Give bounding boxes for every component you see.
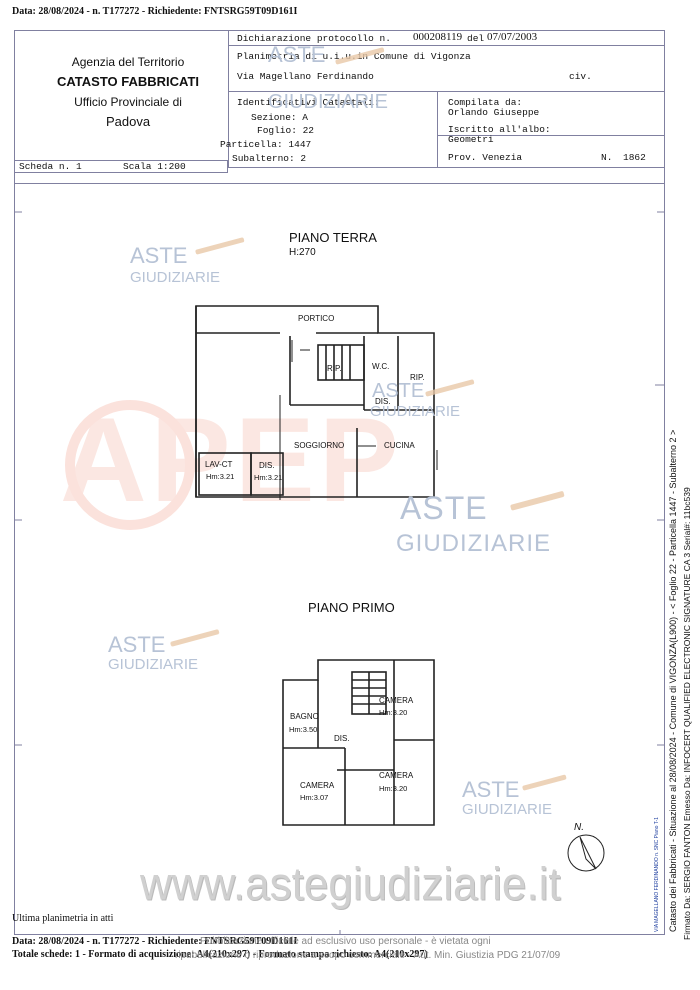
- sezione-text: Sezione: A: [251, 112, 309, 123]
- document-top-line: Data: 28/08/2024 - n. T177272 - Richiede…: [12, 6, 298, 17]
- header-row-line: [229, 45, 665, 46]
- header-row-line: [437, 135, 665, 136]
- identificativi-label: Identificativi Catastali:: [237, 97, 380, 108]
- side-small-text: VIA MAGELLANO FERDINANDO n. SNC Piano T-…: [654, 817, 660, 932]
- room-bagno: BAGNO: [290, 712, 319, 721]
- del-label: del: [467, 33, 485, 44]
- compiler-name: Orlando Giuseppe: [448, 107, 540, 118]
- room-camera-3: CAMERA: [379, 771, 414, 780]
- disclaimer-line-1: Pubblicazione ufficiale ad esclusivo uso…: [200, 936, 491, 947]
- north-compass-icon: [567, 834, 605, 872]
- apep-circle-watermark: [65, 400, 195, 530]
- apep-watermark: APEP: [60, 393, 403, 527]
- agency-catasto: CATASTO FABBRICATI: [56, 74, 200, 89]
- subalterno-text: Subalterno: 2: [232, 153, 307, 164]
- aste-watermark-3: ASTE: [372, 380, 425, 402]
- aste-watermark-1: ASTE: [130, 243, 188, 268]
- protocol-date: 07/07/2003: [487, 31, 538, 43]
- room-dis-2: DIS.: [259, 461, 275, 470]
- height-label: H:270: [289, 247, 316, 258]
- scheda-text: Scheda n. 1: [19, 161, 82, 172]
- agency-name: Agenzia del Territorio: [71, 55, 185, 69]
- side-firmato-text: Firmato Da: SERGIO FANTON Emesso Da: INF…: [682, 487, 692, 940]
- giudiziarie-watermark-5: GIUDIZIARIE: [108, 656, 199, 673]
- giudiziarie-watermark-1: GIUDIZIARIE: [130, 269, 221, 286]
- room-lavct: LAV-CT: [205, 460, 233, 469]
- room-dis-2-height: Hm:3.21: [254, 473, 283, 482]
- room-camera-2: CAMERA: [300, 781, 335, 790]
- n-label: N.: [601, 152, 613, 163]
- protocol-number: 000208119: [413, 31, 463, 43]
- room-camera-3-height: Hm:3.20: [379, 784, 408, 793]
- room-wc: W.C.: [372, 362, 390, 371]
- header-row-line: [229, 91, 665, 92]
- foglio-text: Foglio: 22: [257, 125, 315, 136]
- room-dis-3: DIS.: [334, 734, 350, 743]
- giudiziarie-watermark-3: GIUDIZIARIE: [370, 403, 461, 420]
- piano-terra-title: PIANO TERRA: [289, 230, 377, 245]
- prov-text: Prov. Venezia: [448, 152, 523, 163]
- albo-text: Geometri: [448, 134, 494, 145]
- piano-primo-title: PIANO PRIMO: [308, 600, 395, 615]
- north-label: N.: [574, 822, 584, 833]
- aste-watermark-6: ASTE: [462, 777, 520, 802]
- disclaimer-line-2: ripubblicazione o riproduzione a scopo c…: [175, 950, 561, 961]
- particella-text: Particella: 1447: [220, 139, 312, 150]
- agency-ufficio: Ufficio Provinciale di: [74, 95, 182, 109]
- dichiarazione-label: Dichiarazione protocollo n.: [237, 33, 391, 44]
- side-catasto-text: Catasto dei Fabbricati - Situazione al 2…: [668, 429, 678, 932]
- room-rip-1: RIP.: [327, 364, 342, 373]
- scala-text: Scala 1:200: [123, 161, 186, 172]
- room-dis-1: DIS.: [375, 397, 391, 406]
- footer-line-2: Totale schede: 1 - Formato di acquisizio…: [12, 949, 428, 960]
- compilata-label: Compilata da:: [448, 97, 523, 108]
- giudiziarie-watermark-6: GIUDIZIARIE: [462, 801, 553, 818]
- room-portico: PORTICO: [298, 314, 335, 323]
- agency-province: Padova: [105, 114, 151, 129]
- civ-text: civ.: [569, 71, 592, 82]
- room-cucina: CUCINA: [384, 441, 415, 450]
- room-camera-1: CAMERA: [379, 696, 414, 705]
- aste-watermark-5: ASTE: [108, 632, 166, 657]
- n-value: 1862: [623, 152, 646, 163]
- aste-watermark-2: ASTE: [268, 42, 326, 67]
- agency-block: Agenzia del Territorio CATASTO FABBRICAT…: [28, 52, 228, 132]
- footer-line-1: Data: 28/08/2024 - n. T177272 - Richiede…: [12, 936, 298, 947]
- frame-divider: [14, 183, 665, 184]
- address-text: Via Magellano Ferdinando: [237, 71, 374, 82]
- aste-watermark-4: ASTE: [400, 490, 488, 526]
- header-col-line: [437, 91, 438, 168]
- room-lavct-height: Hm:3.21: [206, 472, 235, 481]
- site-watermark: www.astegiudiziarie.it: [140, 858, 561, 911]
- room-rip-2: RIP.: [410, 373, 425, 382]
- room-bagno-height: Hm:3.50: [289, 725, 318, 734]
- giudiziarie-watermark-2: GIUDIZIARIE: [268, 91, 389, 113]
- iscritto-label: Iscritto all'albo:: [448, 124, 551, 135]
- scheda-box: Scheda n. 1 Scala 1:200: [14, 160, 228, 173]
- room-soggiorno: SOGGIORNO: [294, 441, 345, 450]
- room-camera-1-height: Hm:3.20: [379, 708, 408, 717]
- room-camera-2-height: Hm:3.07: [300, 793, 329, 802]
- ultima-planimetria: Ultima planimetria in atti: [12, 913, 114, 924]
- giudiziarie-watermark-4: GIUDIZIARIE: [396, 530, 552, 557]
